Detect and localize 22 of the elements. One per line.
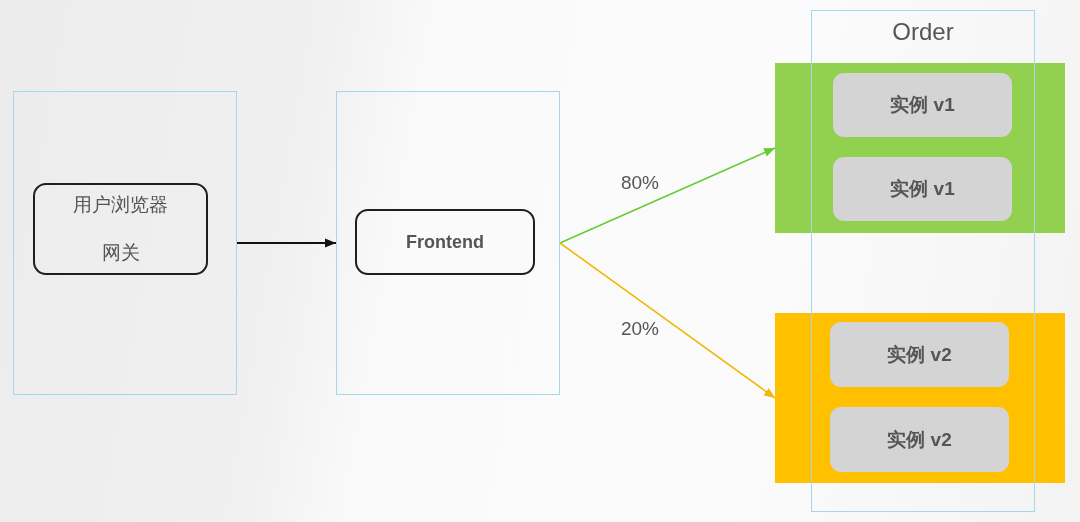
process-box [33,183,208,275]
node-label: 用户浏览器 [73,193,168,217]
arrow [559,242,776,399]
instance-label: 实例 v1 [890,93,955,117]
instance-box [830,322,1009,387]
instance-box [830,407,1009,472]
node-label: 网关 [101,241,140,265]
node-label: Frontend [406,231,484,253]
service-title: Order [892,18,954,46]
container-box [336,91,560,395]
instance-label: 实例 v1 [890,177,955,201]
instance-box [833,73,1012,137]
edge-label: 80% [620,172,660,194]
instance-box [833,157,1012,221]
instance-label: 实例 v2 [887,427,952,452]
process-box [355,209,535,275]
instance-label: 实例 v2 [887,342,952,367]
edge-label: 20% [620,318,660,340]
arrow [236,238,337,248]
arrow [559,147,776,244]
container-box [13,91,237,395]
service-box [811,10,1035,512]
